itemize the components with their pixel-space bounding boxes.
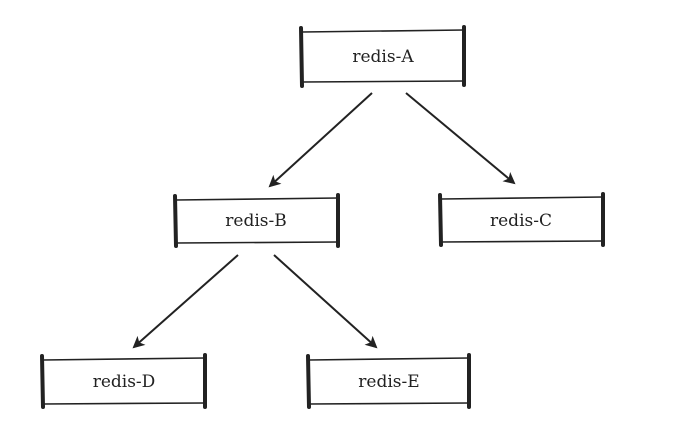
node-redis-b-label: redis-B bbox=[225, 211, 286, 231]
edge-a-to-b bbox=[268, 92, 373, 188]
node-redis-c-box bbox=[440, 196, 604, 243]
node-redis-e: redis-E bbox=[306, 353, 471, 409]
edges bbox=[132, 92, 516, 349]
node-redis-d-left-edge bbox=[40, 354, 45, 409]
node-redis-d-label: redis-D bbox=[93, 372, 156, 392]
node-redis-c-label: redis-C bbox=[490, 211, 552, 231]
node-redis-e-left-edge bbox=[306, 354, 311, 409]
node-redis-b-left-edge bbox=[173, 194, 178, 248]
node-redis-b-box bbox=[175, 197, 339, 244]
edge-b-to-e bbox=[273, 254, 378, 349]
node-redis-d-box bbox=[42, 357, 206, 405]
node-redis-d: redis-D bbox=[40, 353, 207, 409]
edge-b-to-d bbox=[132, 254, 239, 349]
edge-a-to-c bbox=[405, 92, 516, 185]
node-redis-a: redis-A bbox=[299, 25, 466, 88]
node-redis-c-left-edge bbox=[438, 193, 443, 247]
node-redis-c: redis-C bbox=[438, 192, 605, 247]
node-redis-e-label: redis-E bbox=[358, 372, 419, 392]
node-redis-b: redis-B bbox=[173, 193, 340, 248]
node-redis-a-label: redis-A bbox=[352, 47, 414, 67]
node-redis-e-box bbox=[308, 357, 470, 405]
node-redis-a-box bbox=[301, 29, 465, 83]
node-redis-a-left-edge bbox=[299, 26, 304, 88]
